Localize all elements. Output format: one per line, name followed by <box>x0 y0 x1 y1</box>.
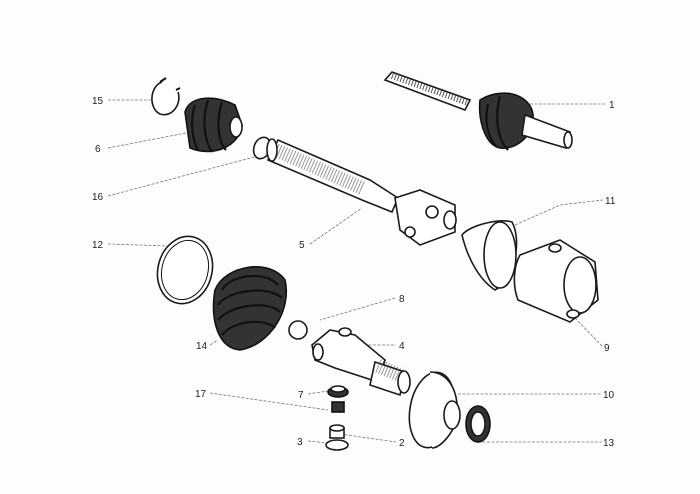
part-15-circlip[interactable] <box>151 77 181 116</box>
part-2-bushing[interactable] <box>329 424 345 439</box>
part-9-joint-housing[interactable] <box>513 239 599 323</box>
part-11-cone-boot[interactable] <box>461 220 518 291</box>
callout-9: 9 <box>604 343 610 354</box>
callout-2: 2 <box>399 438 405 449</box>
callout-12: 12 <box>92 240 104 251</box>
part-8-bearing-ball[interactable] <box>288 320 308 340</box>
callout-10: 10 <box>603 390 615 401</box>
part-6-small-boot[interactable] <box>184 97 243 153</box>
callout-7: 7 <box>298 390 304 401</box>
part-7-bushing[interactable] <box>327 385 349 398</box>
callout-14: 14 <box>196 341 208 352</box>
part-10-dust-cover[interactable] <box>404 369 461 451</box>
callout-17: 17 <box>195 389 207 400</box>
part-17-sleeve[interactable] <box>331 401 345 413</box>
callout-15: 15 <box>92 96 104 107</box>
part-3-circlip[interactable] <box>325 439 349 451</box>
callout-16: 16 <box>92 192 104 203</box>
part-5-splined-shaft[interactable] <box>266 138 457 246</box>
part-13-seal-ring[interactable] <box>465 405 491 443</box>
callout-labels: 15 6 16 1 11 5 12 8 14 4 9 7 10 17 2 3 1… <box>92 96 616 449</box>
callout-11: 11 <box>605 196 616 207</box>
callout-4: 4 <box>399 341 405 352</box>
callout-5: 5 <box>299 240 305 251</box>
callout-1: 1 <box>609 100 615 111</box>
part-14-large-boot[interactable] <box>212 266 288 351</box>
callout-8: 8 <box>399 294 405 305</box>
callout-3: 3 <box>297 437 303 448</box>
part-4-spider-yoke[interactable] <box>311 327 411 397</box>
callout-6: 6 <box>95 144 101 155</box>
part-1-outer-joint-shaft[interactable] <box>383 71 573 151</box>
callout-13: 13 <box>603 438 615 449</box>
part-12-large-ring[interactable] <box>150 230 220 310</box>
